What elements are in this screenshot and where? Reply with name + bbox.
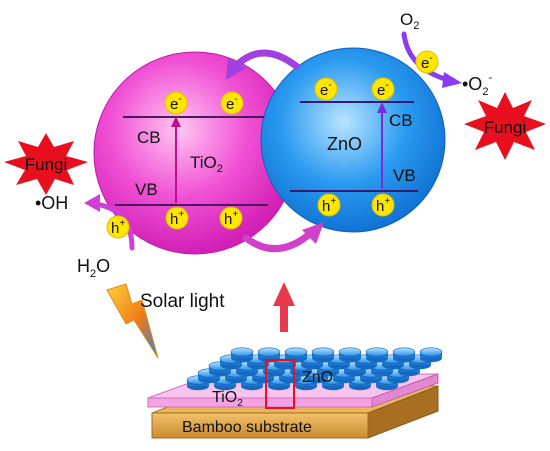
zno-nanorod (392, 347, 416, 363)
tio2-vb-label: VB (135, 180, 158, 199)
tio2-electron-2: e- (220, 91, 244, 115)
zno-nanorod (311, 347, 335, 363)
tio2-layer-front (147, 397, 373, 408)
svg-text:h+: h+ (111, 218, 125, 237)
svg-text:h+: h+ (322, 196, 336, 215)
svg-text:e-: e- (320, 80, 332, 99)
tio2-hole-2: h+ (219, 206, 243, 230)
up-arrow-shaft (280, 306, 288, 332)
svg-text:e-: e- (226, 94, 238, 113)
zno-hole-1: h+ (317, 193, 341, 217)
solar-light-label: Solar light (140, 291, 225, 312)
svg-text:e-: e- (170, 94, 182, 113)
substrate-label: Bamboo substrate (182, 419, 312, 436)
oxygen-reduction-arrow-head (442, 72, 462, 88)
zno-nanorod (230, 347, 254, 363)
zno-nanorod (338, 347, 362, 363)
water-label: H2O (77, 256, 110, 280)
svg-text:e-: e- (421, 53, 433, 72)
svg-text:h+: h+ (170, 209, 184, 228)
tio2-electron-1: e- (164, 91, 188, 115)
tio2-cb-label: CB (137, 128, 161, 147)
free-hole: h+ (106, 215, 130, 239)
tio2-layer-side (371, 373, 439, 408)
zno-hole-2: h+ (371, 193, 395, 217)
tio2-label: TiO2 (190, 153, 223, 175)
zno-arrow-head (377, 102, 387, 113)
superoxide-label: •O2- (462, 72, 492, 98)
zno-vb-label: VB (393, 166, 416, 185)
highlight-box (265, 359, 295, 409)
zno-label: ZnO (327, 134, 362, 154)
zno-nanorod (365, 347, 389, 363)
oxygen-label: O2 (400, 10, 419, 32)
substrate-front (151, 412, 369, 439)
tio2-layer-label: TiO2 (212, 389, 243, 409)
free-electron: e- (415, 50, 439, 74)
fungi-left-label: Fungi (25, 155, 68, 174)
hydroxyl-label: •OH (35, 193, 68, 213)
svg-text:e-: e- (377, 80, 389, 99)
hole-transfer-arrow (242, 228, 316, 253)
up-arrow-head (273, 282, 295, 306)
zno-electron-2: e- (371, 77, 395, 101)
zno-electron-1: e- (314, 77, 338, 101)
water-oxidation-arrow-head (84, 194, 100, 212)
zno-sphere (260, 47, 446, 233)
zno-cb-label: CB (389, 111, 413, 130)
hole-transfer-arrow-head (302, 222, 324, 244)
zno-nanorod-array (186, 347, 443, 391)
zno-layer-label: ZnO (302, 369, 333, 386)
svg-text:h+: h+ (376, 196, 390, 215)
svg-text:h+: h+ (224, 209, 238, 228)
lightning-bolt-icon (106, 283, 159, 359)
tio2-hole-1: h+ (165, 206, 189, 230)
electron-transfer-arrow (232, 49, 300, 70)
fungi-burst-right: Fungi (464, 92, 546, 160)
fungi-right-label: Fungi (484, 118, 527, 137)
fungi-burst-left: Fungi (4, 133, 88, 195)
electron-transfer-arrow-head (226, 58, 246, 80)
tio2-arrow-head (171, 116, 181, 127)
zno-nanorod (419, 347, 443, 363)
